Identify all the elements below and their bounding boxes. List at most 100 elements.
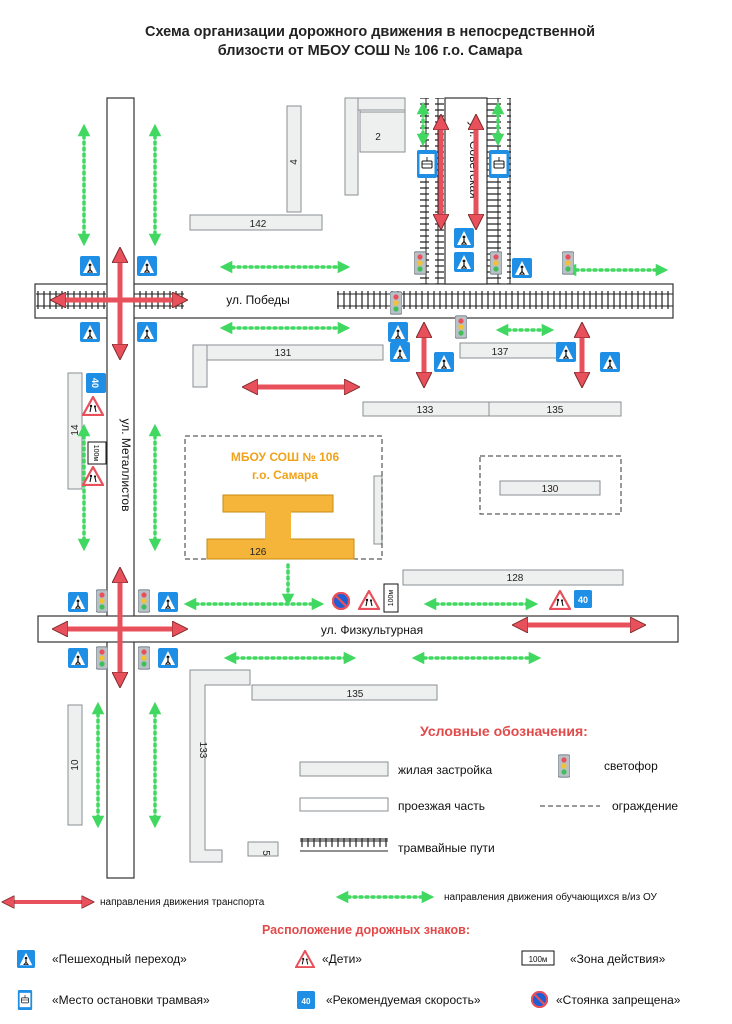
- crossing-sign-13: [68, 592, 88, 612]
- road-metallistov: [106, 97, 135, 879]
- svg-text:100м: 100м: [388, 590, 395, 607]
- label-142: 142: [250, 219, 267, 230]
- legend-tram: трамвайные пути: [398, 841, 495, 855]
- tram-stop-sign-1: [417, 150, 437, 178]
- signs-heading: Расположение дорожных знаков:: [262, 923, 470, 937]
- legend-speed: «Рекомендуемая скорость»: [326, 993, 481, 1007]
- label-128: 128: [507, 573, 524, 584]
- no-parking-sign: [332, 592, 350, 610]
- crossing-sign-10: [434, 352, 454, 372]
- children-sign-3: [358, 590, 380, 610]
- legend-children: «Дети»: [322, 952, 362, 966]
- school-city: г.о. Самара: [252, 468, 318, 482]
- crossing-sign-7: [512, 258, 532, 278]
- label-133b: 133: [197, 742, 208, 759]
- tram-tracks-pobedy-east: [337, 289, 673, 313]
- crossing-sign-3: [80, 322, 100, 342]
- building-135a: [488, 401, 622, 417]
- svg-text:100м: 100м: [529, 955, 548, 964]
- label-135b: 135: [347, 689, 364, 700]
- legend-residential: жилая застройка: [398, 763, 492, 777]
- legend-tram-stop: «Место остановки трамвая»: [52, 993, 210, 1007]
- traffic-light-2: [490, 251, 502, 275]
- title-line-1: Схема организации дорожного движения в н…: [145, 24, 595, 40]
- legend-traffic-light: светофор: [604, 759, 658, 773]
- building-4: [286, 105, 302, 213]
- title-line-2: близости от МБОУ СОШ № 106 г.о. Самара: [218, 43, 524, 59]
- crossing-sign-14: [158, 592, 178, 612]
- svg-text:100м: 100м: [92, 445, 99, 462]
- label-135a: 135: [547, 405, 564, 416]
- legend-tram-swatch: [300, 833, 388, 847]
- traffic-light-7: [138, 589, 150, 613]
- label-130: 130: [542, 484, 559, 495]
- building-numbers: 2 4 142 131 137 133 135 130 14 128 135 1…: [70, 132, 564, 856]
- label-4: 4: [289, 159, 300, 165]
- crossing-sign-15: [68, 648, 88, 668]
- street-pobedy: ул. Победы: [226, 293, 289, 307]
- building-131-wing: [192, 344, 208, 388]
- crossing-sign-9: [390, 342, 410, 362]
- legend-children-icon: [295, 950, 315, 968]
- building-5: [247, 841, 279, 857]
- building-2: [359, 111, 406, 153]
- label-2: 2: [375, 132, 381, 143]
- traffic-light-8: [96, 646, 108, 670]
- speed-sign-2: 40: [574, 590, 592, 608]
- traffic-light-5: [455, 315, 467, 339]
- building-10: [67, 704, 83, 826]
- crossing-sign-6: [454, 252, 474, 272]
- student-direction-arrows: [77, 101, 669, 829]
- label-137: 137: [492, 347, 509, 358]
- traffic-light-6: [96, 589, 108, 613]
- label-131: 131: [275, 348, 292, 359]
- legend-residential-swatch: [299, 761, 389, 777]
- traffic-light-1: [414, 251, 426, 275]
- building-130: [499, 480, 601, 496]
- residential-buildings: [67, 97, 624, 863]
- crossing-sign-5: [454, 228, 474, 248]
- building-142: [189, 214, 323, 231]
- legend-student-dir: направления движения обучающихся в/из ОУ: [444, 891, 658, 903]
- legend-zone-icon: 100м: [521, 950, 555, 966]
- label-5: 5: [260, 850, 271, 856]
- legend-no-parking-icon: [531, 991, 548, 1008]
- legend-fence: ограждение: [612, 799, 678, 813]
- school-annex: [373, 475, 383, 545]
- building-133b: [189, 669, 251, 863]
- street-metallistov: ул. Металлистов: [119, 419, 133, 512]
- crossing-sign-12: [600, 352, 620, 372]
- map-signs: 40 40 100м 100м: [68, 150, 620, 670]
- traffic-light-4: [390, 291, 402, 315]
- label-14: 14: [70, 424, 81, 436]
- label-133a: 133: [417, 405, 434, 416]
- crossing-sign-11: [556, 342, 576, 362]
- crossing-sign-1: [80, 256, 100, 276]
- label-10: 10: [70, 759, 81, 771]
- zone-sign-1: 100м: [87, 441, 107, 465]
- legend-zone: «Зона действия»: [570, 952, 666, 966]
- legend-crossing: «Пешеходный переход»: [52, 952, 187, 966]
- crossing-sign-16: [158, 648, 178, 668]
- legend-crossing-icon: [17, 950, 35, 968]
- svg-text:40: 40: [302, 997, 311, 1006]
- children-sign-2: [82, 466, 104, 486]
- crossing-sign-2: [137, 256, 157, 276]
- school-name: МБОУ СОШ № 106: [231, 450, 340, 464]
- traffic-light-9: [138, 646, 150, 670]
- legend-no-parking: «Стоянка запрещена»: [556, 993, 681, 1007]
- crossing-sign-8: [388, 322, 408, 342]
- children-sign-1: [82, 396, 104, 416]
- building-137: [459, 342, 559, 359]
- vehicle-direction-arrows: [58, 122, 638, 680]
- speed-sign-1: 40: [86, 373, 106, 393]
- legend-traffic-light-icon: [558, 754, 570, 778]
- zone-sign-2: 100м: [383, 583, 399, 613]
- legend-tram-stop-icon: [17, 990, 33, 1010]
- svg-text:40: 40: [578, 595, 588, 605]
- crossing-sign-4: [137, 322, 157, 342]
- traffic-light-3: [562, 251, 574, 275]
- building-135b: [251, 684, 438, 701]
- street-fizkulturnaya: ул. Физкультурная: [321, 623, 423, 637]
